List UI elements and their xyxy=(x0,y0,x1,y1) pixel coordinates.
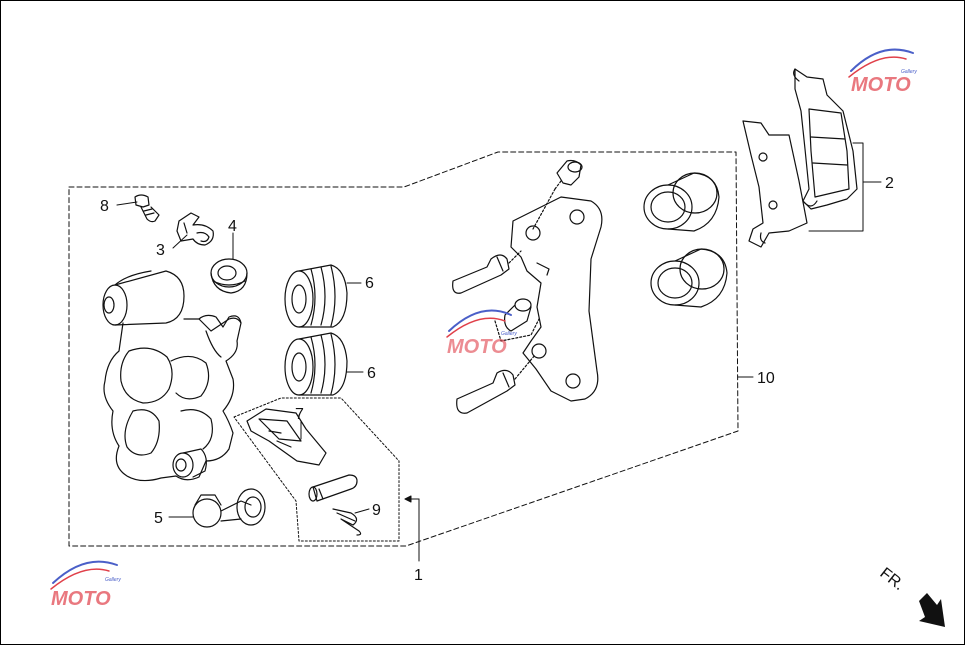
front-direction-arrow-icon xyxy=(919,593,945,627)
callout-numbers: 8 3 4 6 6 7 9 5 1 2 10 xyxy=(100,175,894,584)
part-4-boot xyxy=(210,258,248,294)
svg-text:MOTO: MOTO xyxy=(51,588,111,610)
callout-8: 8 xyxy=(100,198,109,215)
bracket-pin-upper xyxy=(452,250,522,294)
part-7-pad-spring xyxy=(246,408,327,466)
pad-pin xyxy=(308,474,358,502)
watermark-center: MOTO Gallery xyxy=(446,309,517,358)
part-9-pin-clip xyxy=(332,508,362,536)
part-2-brake-pad-rear xyxy=(793,68,858,210)
assembly-outline xyxy=(68,151,739,547)
part-5-plug xyxy=(192,488,266,528)
bracket-bolt-middle xyxy=(494,298,540,342)
part-6-piston-upper xyxy=(284,264,348,328)
part-2-brake-pad-front xyxy=(742,120,808,248)
part-6-piston-lower xyxy=(284,332,348,396)
watermark-bottom-left: MOTO Gallery xyxy=(50,560,121,610)
callout-6-lower: 6 xyxy=(367,365,376,382)
svg-text:Gallery: Gallery xyxy=(901,69,917,75)
svg-text:MOTO: MOTO xyxy=(447,336,507,358)
svg-text:MOTO: MOTO xyxy=(851,74,911,96)
pad-spring-subassembly-outline xyxy=(233,397,400,542)
svg-text:Gallery: Gallery xyxy=(501,331,517,337)
callout-6-upper: 6 xyxy=(365,275,374,292)
callout-4: 4 xyxy=(228,218,237,235)
callout-10: 10 xyxy=(757,370,775,387)
bracket-pin-lower xyxy=(456,354,536,414)
svg-text:Gallery: Gallery xyxy=(105,577,121,583)
piston-seal-lower xyxy=(650,248,728,308)
callout-1: 1 xyxy=(414,567,423,584)
caliper-bracket xyxy=(510,196,603,402)
front-direction-indicator: FR. xyxy=(877,565,945,627)
callout-7: 7 xyxy=(295,406,304,423)
front-direction-label: FR. xyxy=(877,565,908,594)
part-3-clip xyxy=(176,212,214,246)
bracket-bolt-upper xyxy=(532,159,583,230)
caliper-body xyxy=(102,270,242,482)
callout-3: 3 xyxy=(156,242,165,259)
part-8-bleeder-screw xyxy=(134,194,160,223)
callout-2: 2 xyxy=(885,175,894,192)
piston-seal-upper xyxy=(643,172,720,232)
leader-lines xyxy=(116,142,882,562)
callout-9: 9 xyxy=(372,502,381,519)
callout-5: 5 xyxy=(154,510,163,527)
watermark-top-right: MOTO Gallery xyxy=(848,48,917,96)
